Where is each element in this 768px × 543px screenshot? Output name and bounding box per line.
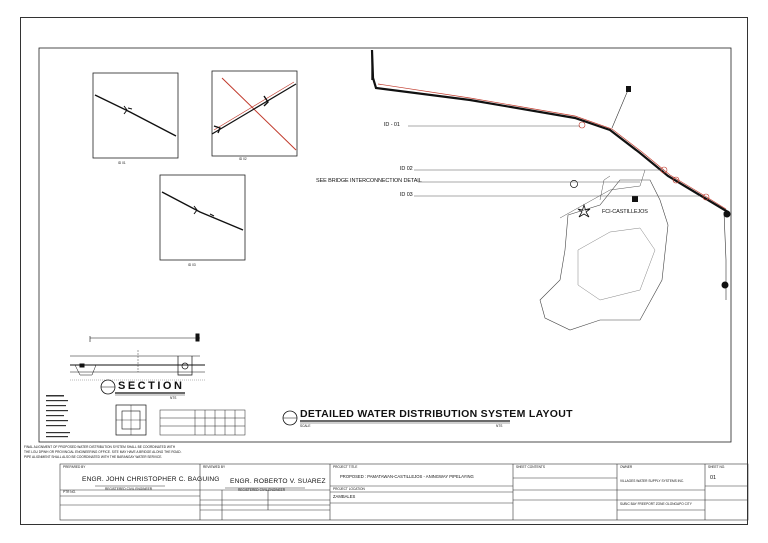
callout-id02: ID 02 (400, 166, 413, 172)
notes-bullets (46, 395, 70, 438)
sheet-no-label: SHEET NO. (708, 465, 726, 469)
project-title: PROPOSED : PAMATAWAN-CASTILLEJOS - ANING… (340, 474, 474, 479)
callout-id03: ID 03 (400, 192, 413, 198)
inset-label-id01: ID 01 (118, 161, 126, 165)
site-parcel-inner (577, 227, 656, 301)
project-title-label: PROJECT TITLE (333, 465, 358, 469)
tree-symbol (577, 203, 591, 218)
owner-name: VILLAGES WATER SUPPLY SYSTEMS INC. (620, 479, 685, 483)
inset-label-id02: ID 02 (239, 157, 247, 161)
facility-marker (632, 196, 638, 202)
inset-id03-frame (159, 174, 246, 261)
junction-node (721, 281, 729, 289)
site-road (559, 169, 646, 219)
section-title: SECTION (118, 380, 185, 392)
note-line-3: PIPE ALIGNMENT SHALL ALSO BE COORDINATED… (24, 455, 163, 459)
callout-id01: ID - 01 (384, 122, 400, 128)
bridge-marker (570, 180, 578, 188)
location-value: ZAMBALES (333, 494, 356, 499)
title-scale-left: SCALE (300, 424, 311, 428)
engineer2-role: REGISTERED CIVIL ENGINEER (238, 488, 285, 492)
engineer2-name: ENGR. ROBERTO V. SUAREZ (230, 478, 326, 485)
note-line-1: FINAL ALIGNMENT OF PROPOSED WATER DISTRI… (24, 445, 176, 449)
drawing-border (38, 47, 732, 443)
drawing-sheet (20, 17, 748, 525)
section-scale: NTS (170, 396, 177, 400)
inset-id02-frame (211, 70, 298, 157)
pipeline-route (370, 49, 729, 213)
sheet-contents-label: SHEET CONTENTS (516, 465, 545, 469)
sheet-no: 01 (710, 475, 716, 481)
engineer1-name: ENGR. JOHN CHRISTOPHER C. BAGUING (82, 476, 220, 483)
inset-id01-frame (92, 72, 179, 159)
valve-box-detail (115, 404, 147, 436)
title-scale-right: NTS (496, 424, 503, 428)
facility-label: FCI-CASTILLEJOS (602, 209, 648, 215)
site-road (599, 175, 611, 201)
inset-label-id03: ID 03 (188, 263, 196, 267)
section-drawing (70, 333, 205, 381)
reviewed-by-label: REVIEWED BY (203, 465, 226, 469)
callout-bridge: SEE BRIDGE INTERCONNECTION DETAIL (316, 178, 422, 184)
owner-address: SUBIC BAY FREEPORT ZONE OLONGAPO CITY (620, 502, 692, 506)
note-line-2: THE LGU DPWH OR PROVINCIAL ENGINEERING O… (24, 450, 182, 454)
drawing-title: DETAILED WATER DISTRIBUTION SYSTEM LAYOU… (300, 408, 573, 420)
location-label: PROJECT LOCATION (333, 487, 365, 491)
title-block-grid (59, 463, 749, 521)
site-parcel (539, 179, 669, 331)
owner-label: OWNER (620, 465, 633, 469)
prepared-by-label: PREPARED BY (63, 465, 86, 469)
engineer1-role: REGISTERED CIVIL ENGINEER (105, 487, 152, 491)
spec-table (159, 409, 246, 436)
pipeline-route-red (377, 83, 727, 210)
engineer1-sub: PTR NO. (63, 490, 76, 494)
junction-node (723, 210, 731, 218)
